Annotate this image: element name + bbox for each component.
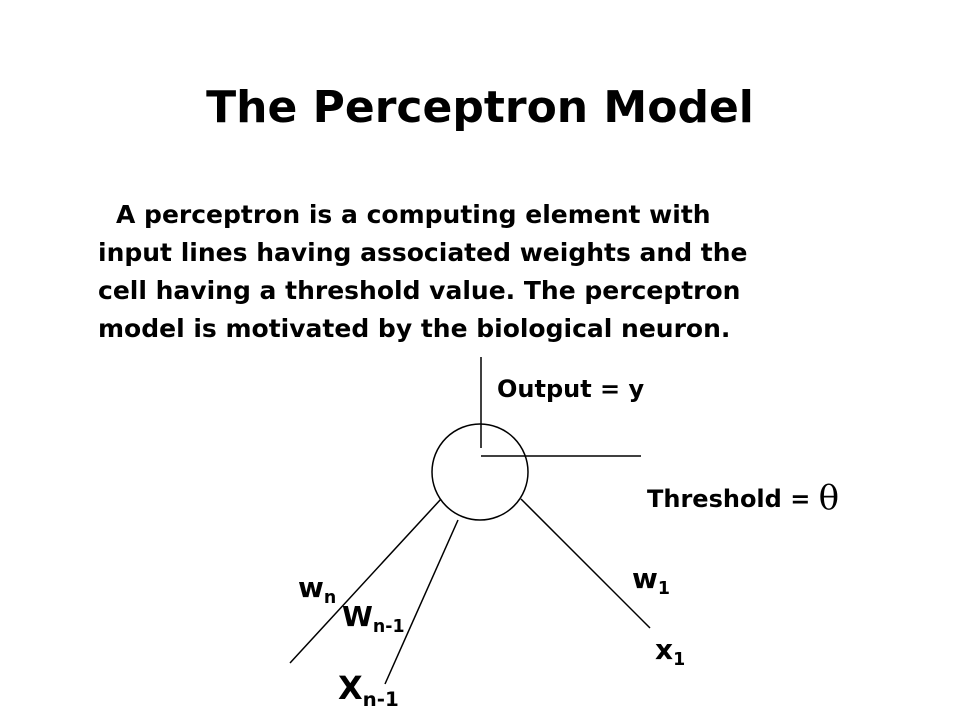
weight-wn-1-label: Wn-1 (342, 600, 405, 636)
output-label: Output = y (497, 375, 645, 403)
weight-wn-subscript: n (323, 588, 337, 609)
input-x1-subscript: 1 (673, 650, 686, 671)
input-x1-base: x (655, 633, 674, 666)
input-line-1 (520, 498, 651, 629)
description-line-3: cell having a threshold value. The perce… (98, 276, 741, 305)
neuron-cell (431, 423, 529, 521)
description-line-4: model is motivated by the biological neu… (98, 314, 731, 343)
threshold-label-group: Threshold = θ (647, 481, 839, 515)
weight-w1-label: w1 (632, 562, 670, 598)
weight-w1-subscript: 1 (657, 579, 670, 600)
description-paragraph: A perceptron is a computing element with… (98, 196, 898, 348)
input-xn-1-base: X (338, 669, 363, 707)
description-line-1: A perceptron is a computing element with (116, 200, 711, 229)
input-xn-1-subscript: n-1 (362, 687, 399, 711)
theta-symbol: θ (818, 478, 840, 518)
input-x1-label: x1 (655, 633, 685, 669)
weight-wn-label: wn (298, 571, 336, 607)
weight-wn-1-base: W (342, 600, 373, 633)
input-line-n (289, 498, 442, 664)
description-line-2: input lines having associated weights an… (98, 238, 748, 267)
slide-title: The Perceptron Model (206, 82, 754, 133)
threshold-label: Threshold = (647, 485, 819, 513)
input-xn-1-label: Xn-1 (338, 669, 399, 709)
weight-wn-1-subscript: n-1 (372, 617, 405, 638)
weight-wn-base: w (298, 571, 324, 604)
weight-w1-base: w (632, 562, 658, 595)
input-line-n-1 (384, 519, 459, 685)
